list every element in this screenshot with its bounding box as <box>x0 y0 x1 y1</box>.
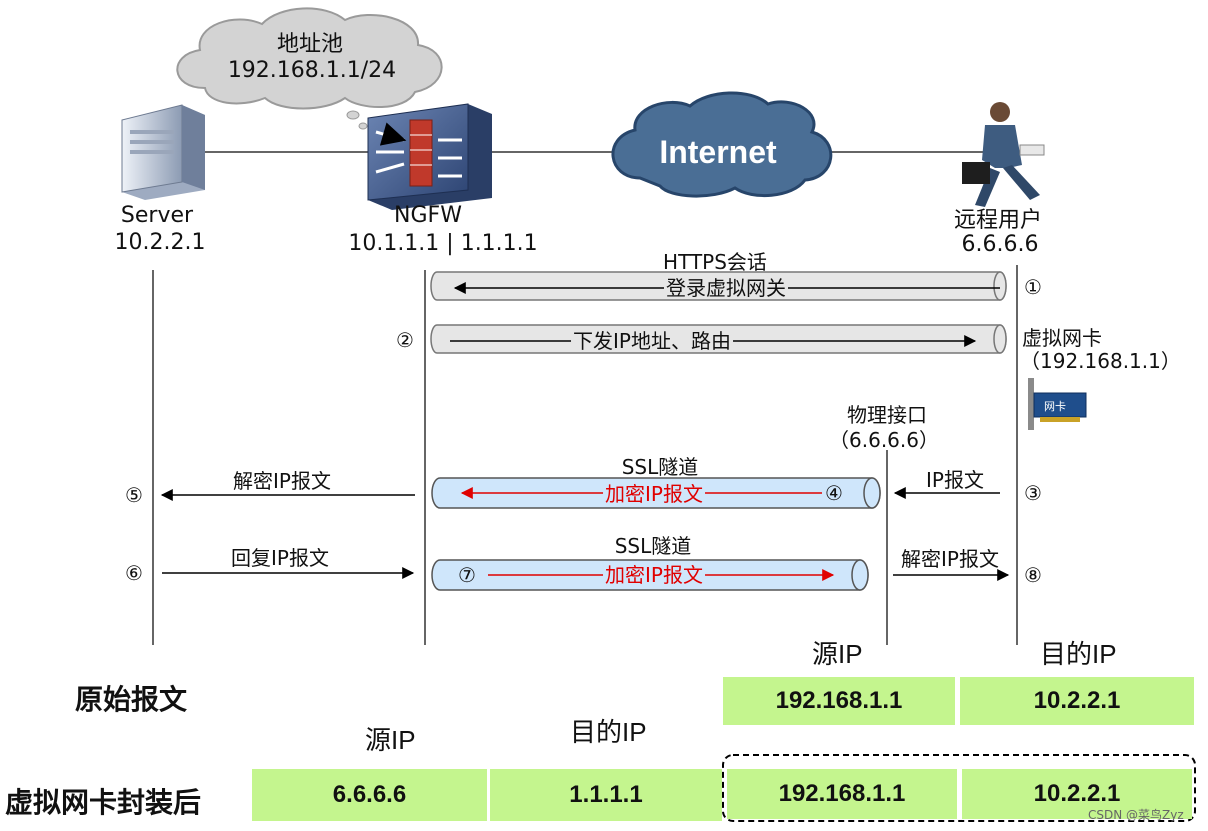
step-2-marker: ② <box>396 328 414 352</box>
encrypted-packet-1-label: 加密IP报文 <box>603 482 705 506</box>
step-3-marker: ③ <box>1024 481 1042 505</box>
step-7-marker: ⑦ <box>458 563 476 587</box>
ssl-tunnel-2-label: SSL隧道 <box>614 534 692 558</box>
server-name: Server <box>120 203 194 228</box>
original-src-ip-cell: 192.168.1.1 <box>723 677 955 725</box>
outer-dst-ip-cell: 1.1.1.1 <box>490 769 722 821</box>
https-session-label: HTTPS会话 <box>663 250 767 274</box>
step-8-marker: ⑧ <box>1024 563 1042 587</box>
ip-packet-label: IP报文 <box>926 468 984 492</box>
internet-cloud <box>611 91 833 198</box>
original-dst-ip-cell: 10.2.2.1 <box>960 677 1194 725</box>
user-ip: 6.6.6.6 <box>961 232 1039 257</box>
virtual-nic-ip: （192.168.1.1） <box>1020 349 1181 373</box>
virtual-nic-label: 虚拟网卡 <box>1022 326 1102 350</box>
ngfw-ip: 10.1.1.1 | 1.1.1.1 <box>348 231 538 256</box>
step-6-marker: ⑥ <box>125 561 143 585</box>
outer-dst-ip-header: 目的IP <box>570 717 647 747</box>
encrypted-packet-2-label: 加密IP报文 <box>603 563 705 587</box>
encapsulated-packet-label: 虚拟网卡封装后 <box>5 786 202 819</box>
step-5-marker: ⑤ <box>125 483 143 507</box>
issue-ip-route-label: 下发IP地址、路由 <box>571 329 733 353</box>
reply-packet-label: 回复IP报文 <box>231 546 329 570</box>
original-dst-ip-header: 目的IP <box>1040 639 1117 669</box>
ssl-tunnel-1-label: SSL隧道 <box>621 455 699 479</box>
step-1-marker: ① <box>1024 275 1042 299</box>
address-pool-title: 地址池 <box>276 32 344 57</box>
internet-label: Internet <box>659 134 777 170</box>
nic-card-text: 网卡 <box>1044 400 1066 413</box>
firewall-icon <box>367 103 492 210</box>
login-gateway-label: 登录虚拟网关 <box>664 276 788 300</box>
original-packet-label: 原始报文 <box>75 683 188 716</box>
server-icon <box>121 104 205 200</box>
physical-interface-ip: （6.6.6.6） <box>829 428 939 452</box>
physical-interface-label: 物理接口 <box>847 403 927 427</box>
decrypt-to-server-label: 解密IP报文 <box>233 469 331 493</box>
inner-header-dashed-box <box>722 754 1196 822</box>
address-pool-cloud <box>176 7 443 130</box>
remote-user-icon <box>962 102 1045 207</box>
inner-dst-ip-cell: 10.2.2.1 <box>962 769 1192 819</box>
original-src-ip-header: 源IP <box>812 639 863 669</box>
watermark: CSDN @菜鸟Zyz <box>1088 808 1184 822</box>
outer-src-ip-header: 源IP <box>365 725 416 755</box>
user-name: 远程用户 <box>953 208 1043 233</box>
server-ip: 10.2.2.1 <box>114 230 206 255</box>
inner-src-ip-cell: 192.168.1.1 <box>727 769 957 819</box>
network-card-icon <box>1028 378 1087 430</box>
outer-src-ip-cell: 6.6.6.6 <box>252 769 487 821</box>
ngfw-name: NGFW <box>394 203 462 228</box>
step-4-marker: ④ <box>825 481 843 505</box>
decrypt-to-user-label: 解密IP报文 <box>901 547 999 571</box>
address-pool-subnet: 192.168.1.1/24 <box>227 58 397 83</box>
